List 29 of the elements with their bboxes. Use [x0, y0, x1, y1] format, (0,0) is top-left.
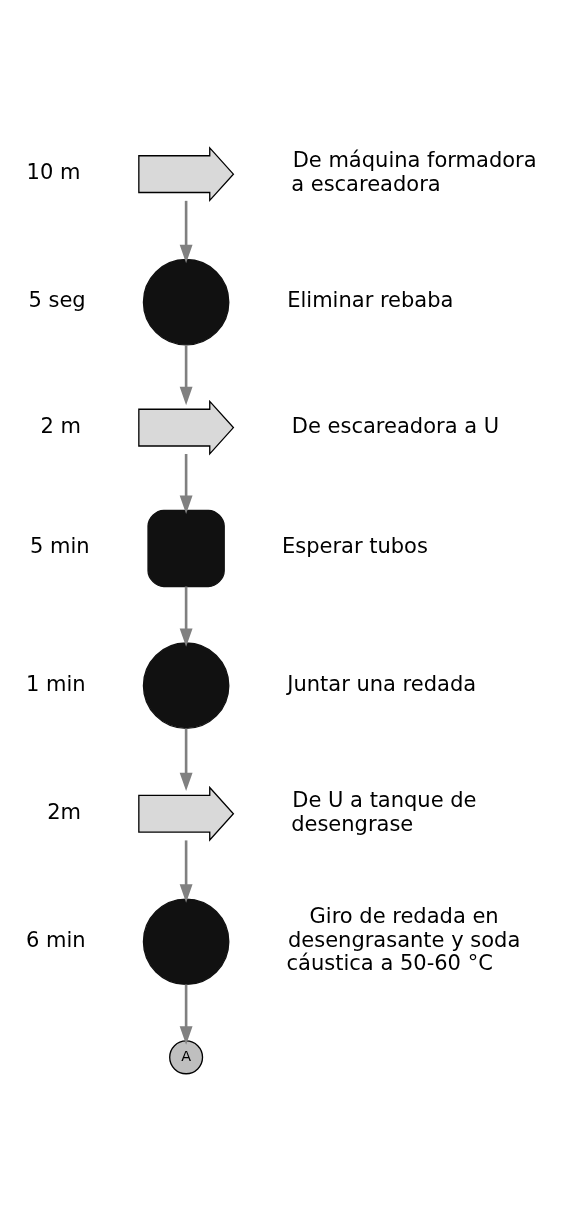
node-label: De U a tanque de desengrase [291, 786, 477, 836]
node-label: 5 min [29, 533, 90, 559]
arrow [179, 728, 193, 792]
node-label: 10 m [26, 159, 81, 185]
node-label: Juntar una redada [287, 670, 477, 696]
node-label: 6 min [26, 926, 86, 952]
arrow [179, 454, 193, 514]
node-arrow [138, 785, 235, 842]
node-circle [142, 898, 230, 986]
node-label: Giro de redada en desengrasante y soda cáustica a 50-60 °C [286, 903, 521, 976]
node-arrow [138, 146, 235, 203]
arrow [179, 345, 193, 406]
node-arrow [138, 399, 235, 456]
node-label: De escareadora a U [291, 412, 500, 438]
node-label: 2m [47, 798, 82, 824]
node-label: 5 seg [28, 287, 86, 313]
node-dshape [147, 509, 225, 588]
arrow [179, 200, 193, 264]
node-circle [142, 258, 230, 346]
node-circle [142, 642, 230, 729]
node-label: 1 min [26, 670, 86, 696]
arrow [179, 984, 193, 1045]
node-label: De máquina formadora a escareadora [291, 147, 537, 196]
node-label: Eliminar rebaba [287, 287, 454, 313]
node-circle: A [169, 1040, 204, 1075]
node-label: 2 m [40, 412, 82, 438]
arrow [179, 840, 193, 903]
arrow [179, 586, 193, 647]
node-label: Esperar tubos [281, 533, 428, 559]
